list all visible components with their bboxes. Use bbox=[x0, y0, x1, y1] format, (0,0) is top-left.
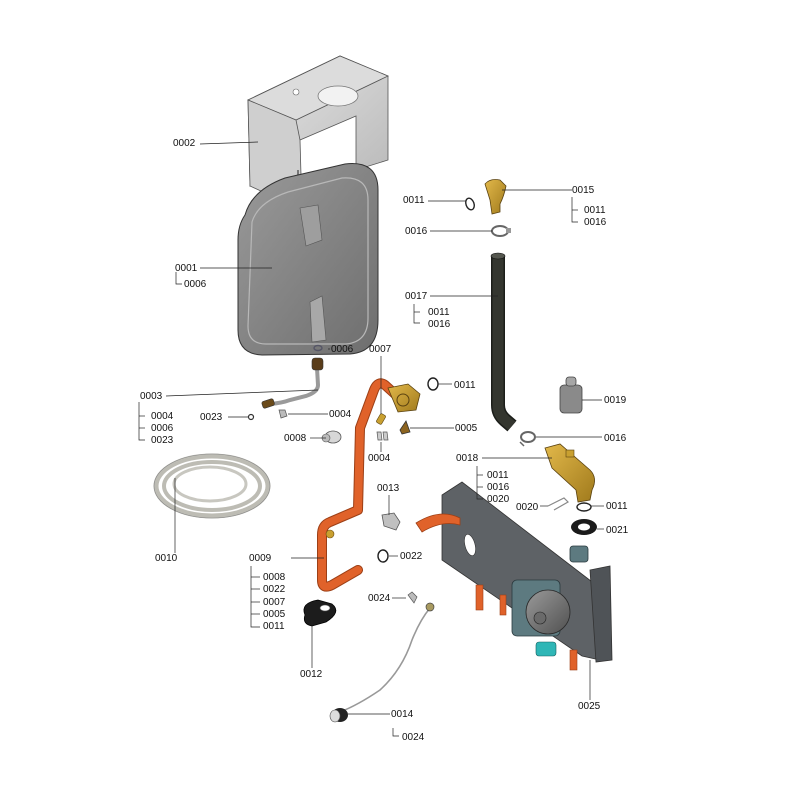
part-0008-elbow-connector bbox=[321, 430, 342, 444]
label-0016-a[interactable]: 0016 bbox=[405, 226, 428, 237]
label-0013[interactable]: 0013 bbox=[377, 483, 400, 494]
label-0015-sub-0016[interactable]: 0016 bbox=[584, 217, 607, 228]
label-0017[interactable]: 0017 bbox=[405, 291, 428, 302]
label-0015[interactable]: 0015 bbox=[572, 185, 595, 196]
part-0005-valve-fitting bbox=[399, 420, 411, 435]
label-0022[interactable]: 0022 bbox=[400, 551, 423, 562]
label-0012[interactable]: 0012 bbox=[300, 669, 323, 680]
label-0009-sub-0022[interactable]: 0022 bbox=[263, 584, 286, 595]
label-0018-sub-0016[interactable]: 0016 bbox=[487, 482, 510, 493]
label-0014-sub-0024[interactable]: 0024 bbox=[402, 732, 425, 743]
label-0004-b[interactable]: 0004 bbox=[368, 453, 391, 464]
label-0019[interactable]: 0019 bbox=[604, 395, 627, 406]
label-0011-a[interactable]: 0011 bbox=[454, 380, 476, 391]
part-0022-o-ring bbox=[377, 549, 389, 563]
part-0001-expansion-vessel bbox=[237, 163, 379, 356]
part-0025-pump-assembly bbox=[415, 481, 613, 671]
part-0006-o-ring bbox=[313, 344, 323, 352]
label-0007[interactable]: 0007 bbox=[369, 344, 392, 355]
label-0003-sub-0023[interactable]: 0023 bbox=[151, 435, 174, 446]
part-0011-o-ring-right bbox=[576, 502, 592, 512]
part-0009-copper-pipe bbox=[317, 378, 401, 592]
label-0002[interactable]: 0002 bbox=[173, 138, 196, 149]
part-0010-coiled-hose bbox=[153, 453, 271, 519]
label-0003-sub-0004[interactable]: 0004 bbox=[151, 411, 174, 422]
part-0013-spring-clip bbox=[381, 512, 401, 531]
label-0020[interactable]: 0020 bbox=[516, 502, 539, 513]
part-0012-gasket-plate bbox=[303, 599, 337, 627]
label-0021[interactable]: 0021 bbox=[606, 525, 629, 536]
part-0018-brass-manifold bbox=[544, 443, 595, 503]
label-0025[interactable]: 0025 bbox=[578, 701, 601, 712]
part-0015-brass-elbow bbox=[484, 179, 507, 215]
part-0024-sensor-clip bbox=[407, 591, 418, 604]
part-0003-flex-pipe bbox=[261, 357, 324, 409]
label-0014[interactable]: 0014 bbox=[391, 709, 414, 720]
part-0014-temperature-sensor bbox=[329, 602, 435, 723]
label-0011-c[interactable]: 0011 bbox=[606, 501, 628, 512]
label-0009-sub-0007[interactable]: 0007 bbox=[263, 597, 286, 608]
label-0009-sub-0005[interactable]: 0005 bbox=[263, 609, 286, 620]
part-0011-o-ring bbox=[427, 377, 439, 391]
part-0021-rubber-seal bbox=[571, 519, 597, 535]
part-0004-clip-2 bbox=[376, 431, 389, 441]
label-0015-sub-0011[interactable]: 0011 bbox=[584, 205, 606, 216]
label-0016-b[interactable]: 0016 bbox=[604, 433, 627, 444]
part-0020-wire-clip bbox=[547, 497, 569, 511]
part-0019-air-vent bbox=[559, 376, 583, 414]
label-0009-sub-0011[interactable]: 0011 bbox=[263, 621, 285, 632]
part-0004-clip bbox=[278, 409, 288, 419]
label-0008[interactable]: 0008 bbox=[284, 433, 307, 444]
part-0016-hose-clamp bbox=[491, 225, 511, 237]
part-0011-o-ring-top bbox=[465, 197, 475, 211]
label-0011-b[interactable]: 0011 bbox=[403, 195, 425, 206]
leader-lines bbox=[138, 141, 604, 737]
label-0003-sub-0006[interactable]: 0006 bbox=[151, 423, 174, 434]
part-0007-relief-valve bbox=[376, 383, 421, 425]
label-0024[interactable]: 0024 bbox=[368, 593, 391, 604]
label-0017-sub-0011[interactable]: 0011 bbox=[428, 307, 450, 318]
label-0001[interactable]: 0001 bbox=[175, 263, 198, 274]
label-0005[interactable]: 0005 bbox=[455, 423, 478, 434]
part-0023-washer bbox=[247, 413, 255, 421]
label-0006[interactable]: 0006 bbox=[331, 344, 354, 355]
label-0009-sub-0008[interactable]: 0008 bbox=[263, 572, 286, 583]
label-0009[interactable]: 0009 bbox=[249, 553, 272, 564]
label-0017-sub-0016[interactable]: 0016 bbox=[428, 319, 451, 330]
part-0017-black-hose bbox=[490, 252, 517, 432]
part-0002-vessel-bracket bbox=[247, 55, 389, 211]
label-0010[interactable]: 0010 bbox=[155, 553, 178, 564]
label-0018-sub-0011[interactable]: 0011 bbox=[487, 470, 509, 481]
label-0018[interactable]: 0018 bbox=[456, 453, 479, 464]
label-0004-a[interactable]: 0004 bbox=[329, 409, 352, 420]
label-0001-sub-0006[interactable]: 0006 bbox=[184, 279, 207, 290]
part-0016-hose-clamp-2 bbox=[519, 431, 536, 447]
label-0018-sub-0020[interactable]: 0020 bbox=[487, 494, 510, 505]
label-0023[interactable]: 0023 bbox=[200, 412, 223, 423]
label-0003[interactable]: 0003 bbox=[140, 391, 163, 402]
